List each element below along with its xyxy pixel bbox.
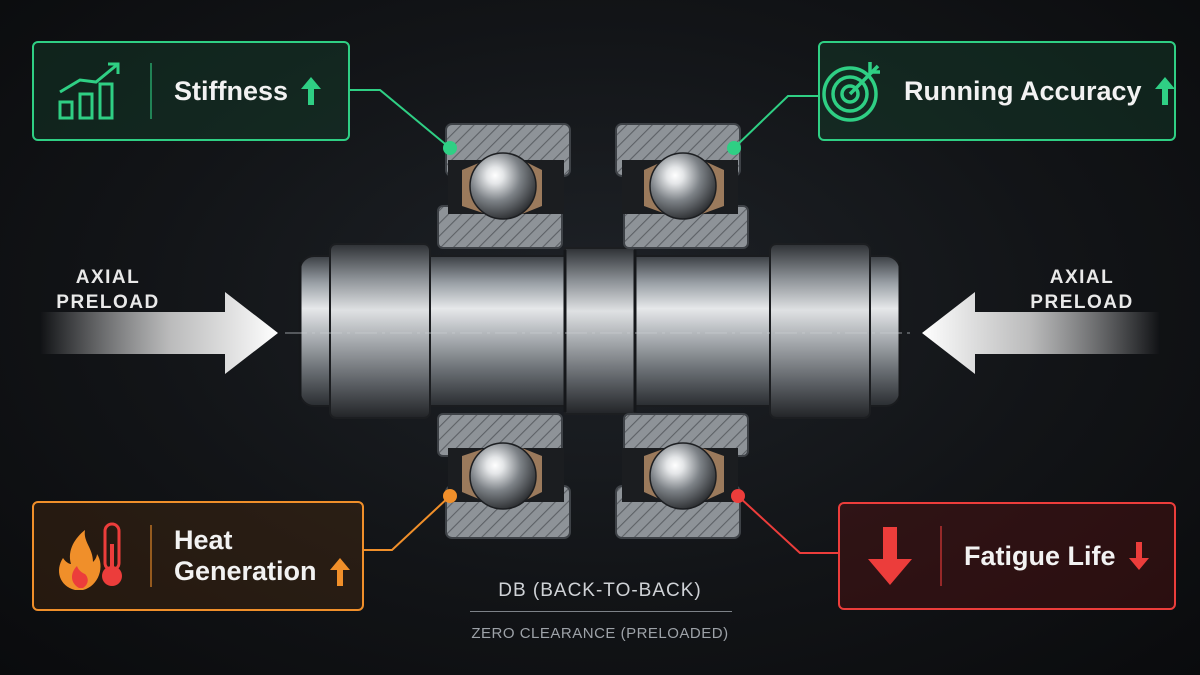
axial-preload-label-left: AXIAL PRELOAD [56,267,160,313]
up-arrow-icon [329,557,351,587]
caption-divider [470,611,732,612]
fatigue-life-label: Fatigue Life [964,540,1116,571]
card-divider [940,525,942,587]
running-accuracy-label: Running Accuracy [904,75,1142,106]
arrangement-title: DB (BACK-TO-BACK) [498,580,702,601]
leader-line-fatigue-life [737,495,838,554]
bearing-right [615,123,749,539]
down-arrow-icon [1128,541,1150,571]
shaft [285,243,915,419]
running-accuracy-card: Running Accuracy [818,41,1176,141]
up-arrow-icon [300,76,322,106]
down-arrow-icon [840,504,940,608]
stiffness-card: Stiffness [32,41,350,141]
leader-line-heat-generation [364,495,451,551]
axial-preload-label-right: AXIAL PRELOAD [1030,267,1134,313]
bearing-left [437,123,571,539]
heat-generation-label: Heat Generation [152,525,351,587]
flame-thermometer-icon [34,503,150,609]
leader-line-running-accuracy [733,95,820,149]
leader-line-stiffness [350,89,451,149]
axial-arrow-left [40,292,278,374]
card-divider [150,525,152,587]
card-divider [150,63,152,119]
arrangement-subtitle: ZERO CLEARANCE (PRELOADED) [471,625,729,642]
bar-chart-rising-icon [34,43,150,139]
axial-arrow-right [922,292,1160,374]
heat-generation-card: Heat Generation [32,501,364,611]
up-arrow-icon [1154,76,1176,106]
fatigue-life-card: Fatigue Life [838,502,1176,610]
stiffness-label: Stiffness [174,75,289,106]
target-icon [820,43,886,139]
